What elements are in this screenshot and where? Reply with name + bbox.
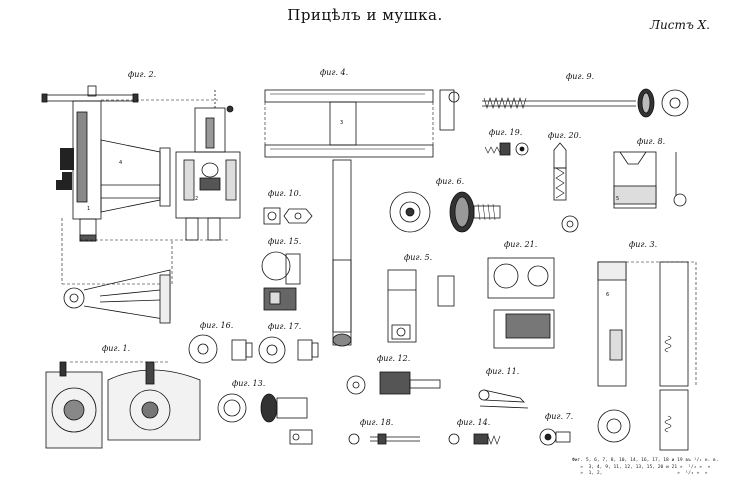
fig5-bracket [387,269,455,343]
figure-label-12: фиг. 12. [377,354,411,363]
scale-note-line1: Фиг. 5, 6, 7, 8, 10, 14, 16, 17, 18 и 19… [572,458,719,463]
fig7-pin [539,428,571,446]
fig4-leaf-with-scale [264,89,460,347]
fig2-rear-sight-assembly [41,85,241,324]
fig19-small-screw [484,142,529,156]
fig10-nut [263,207,313,225]
scale-note-line3: » 1, 2, » ¹/₃ » » [572,471,708,476]
fig16-ring [188,334,253,364]
fig3-tall-sight [597,261,697,451]
fig18-axle [348,433,420,445]
figure-label-3: фиг. 3. [629,240,658,249]
part-number-6: 6 [606,292,610,298]
plate-title: Прицѣлъ и мушка. [287,6,443,24]
figure-label-14: фиг. 14. [457,418,491,427]
fig8-sight-base [613,151,687,209]
figure-label-5: фиг. 5. [404,253,433,262]
figure-label-9: фиг. 9. [566,72,595,81]
fig13-knob [217,393,313,445]
part-number-3: 3 [340,120,344,126]
scale-note-line2: » 3, 4, 9, 11, 12, 13, 15, 20 и 21 » ¹/₂… [572,464,711,470]
part-number-5: 5 [616,196,620,202]
figure-label-1: фиг. 1. [102,344,131,353]
figure-label-15: фиг. 15. [268,237,302,246]
figure-label-10: фиг. 10. [268,189,302,198]
fig14-screw [448,433,501,445]
sheet-number: Листъ X. [649,18,710,32]
fig15-block [261,251,301,311]
figure-label-2: фиг. 2. [128,70,157,79]
figure-label-7: фиг. 7. [545,412,574,421]
figure-label-6: фиг. 6. [436,177,465,186]
fig20-front-sight-screw [553,142,579,233]
figure-label-16: фиг. 16. [200,321,234,330]
fig12-worm-screw [346,371,441,395]
figure-label-21: фиг. 21. [504,240,538,249]
figure-label-18: фиг. 18. [360,418,394,427]
figure-label-4: фиг. 4. [320,68,349,77]
part-number-4: 4 [119,160,123,166]
figure-label-20: фиг. 20. [548,131,582,140]
figure-label-13: фиг. 13. [232,379,266,388]
fig11-lever [478,389,529,409]
fig21-clamp [487,257,555,349]
figure-label-8: фиг. 8. [637,137,666,146]
part-number-2: 2 [195,196,199,202]
fig1-barrel-section [45,361,201,449]
fig17-ring [258,336,319,364]
fig6-adjustment-knob [389,191,501,233]
figure-label-17: фиг. 17. [268,322,302,331]
figure-label-19: фиг. 19. [489,128,523,137]
part-number-1: 1 [87,206,91,212]
fig9-long-screw [482,88,689,118]
figure-label-11: фиг. 11. [486,367,520,376]
scale-note: Фиг. 5, 6, 7, 8, 10, 14, 16, 17, 18 и 19… [572,458,719,478]
